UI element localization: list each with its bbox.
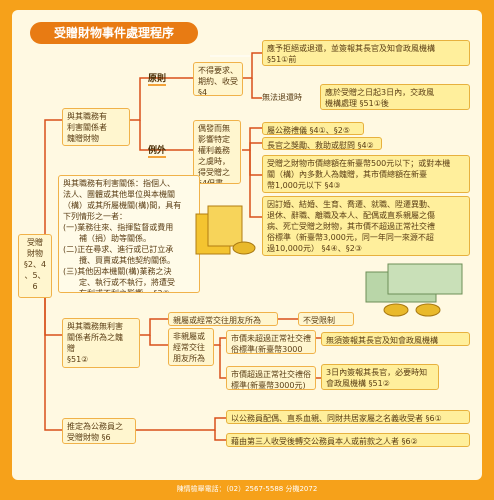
footer-hotline: 陳情檢舉電話：（02）2567-5588 分機2072 xyxy=(176,485,318,493)
exception-item-3: 受贈之財物市價總額在新臺幣500元以下；或對本機 關（構）內多數人為餽贈，其市價… xyxy=(262,155,470,193)
page-title: 受贈財物事件處理程序 xyxy=(30,22,198,44)
interest-branch-node: 與其職務有 利害關係者 餽贈財物 xyxy=(62,108,130,146)
under-3000-node: 市價未超過正常社交禮 俗標準(新臺幣3000元) xyxy=(226,330,316,354)
over-3000-node: 市價超過正常社交禮俗 標準(新臺幣3000元) xyxy=(226,366,316,390)
exception-item-2: 長官之獎勵、救助或慰問 §4② xyxy=(262,137,382,150)
non-relatives-node: 非親屬或 經常交往 朋友所為 xyxy=(168,328,214,366)
within-3-days-node: 應於受贈之日起3日內，交政風 機構處理 §51①後 xyxy=(320,84,470,110)
report-3days-node: 3日內簽報其長官，必要時知 會政風機構 §51② xyxy=(321,364,439,390)
relatives-node: 親屬或經常交往朋友所為 xyxy=(168,312,278,326)
no-report-node: 無須簽報其長官及知會政風機構 xyxy=(321,332,470,346)
no-limit-node: 不受限制 xyxy=(298,312,354,326)
presumed-branch-node: 推定為公務員之 受贈財物 §6 xyxy=(62,418,136,444)
occasional-node: 偶發而無 影響特定 權利義務 之虞時， 得受贈之 §4但書 xyxy=(193,120,241,184)
principle-tag: 原則 xyxy=(148,71,167,86)
presumed-item-2: 藉由第三人收受後轉交公務員本人或前款之人者 §6② xyxy=(226,433,470,447)
exception-item-1: 屬公務禮儀 §4①、§2⑤ xyxy=(262,122,364,135)
no-request-node: 不得要求、 期約、收受 §4 xyxy=(193,62,243,96)
exception-tag: 例外 xyxy=(148,143,167,158)
root-node: 受贈 財物 §2、4 、5、6 xyxy=(18,234,52,298)
definition-box: 與其職務有利害關係：指個人、 法人、團體或其他單位與本機關 （構）或其所屬機關(… xyxy=(58,175,200,293)
money-illustration xyxy=(186,190,260,260)
non-interest-branch-node: 與其職務無利害 關係者所為之餽 贈 §51② xyxy=(62,318,140,368)
cannot-return-label: 無法退還時 xyxy=(262,93,302,102)
exception-item-4: 因訂婚、結婚、生育、喬遷、就職、陞遷異動、 退休、辭職、離職及本人、配偶或直系親… xyxy=(262,196,470,256)
refuse-node: 應予拒絕或退還，並簽報其長官及知會政風機構 §51①前 xyxy=(262,40,470,66)
banknote-illustration xyxy=(358,258,478,320)
presumed-item-1: 以公務員配偶、直系血親、同財共居家屬之名義收受者 §6① xyxy=(226,410,470,424)
